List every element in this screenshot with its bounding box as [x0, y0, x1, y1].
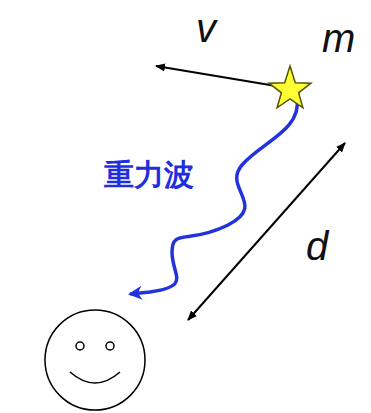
- distance-label: d: [306, 226, 328, 266]
- wave-line: [130, 98, 297, 294]
- velocity-arrow: [156, 66, 288, 88]
- mass-label: m: [322, 18, 355, 58]
- wave-label: 重力波: [104, 160, 194, 190]
- velocity-label: v: [196, 8, 216, 48]
- observer-face: [45, 310, 145, 410]
- star-symbol: [269, 66, 311, 108]
